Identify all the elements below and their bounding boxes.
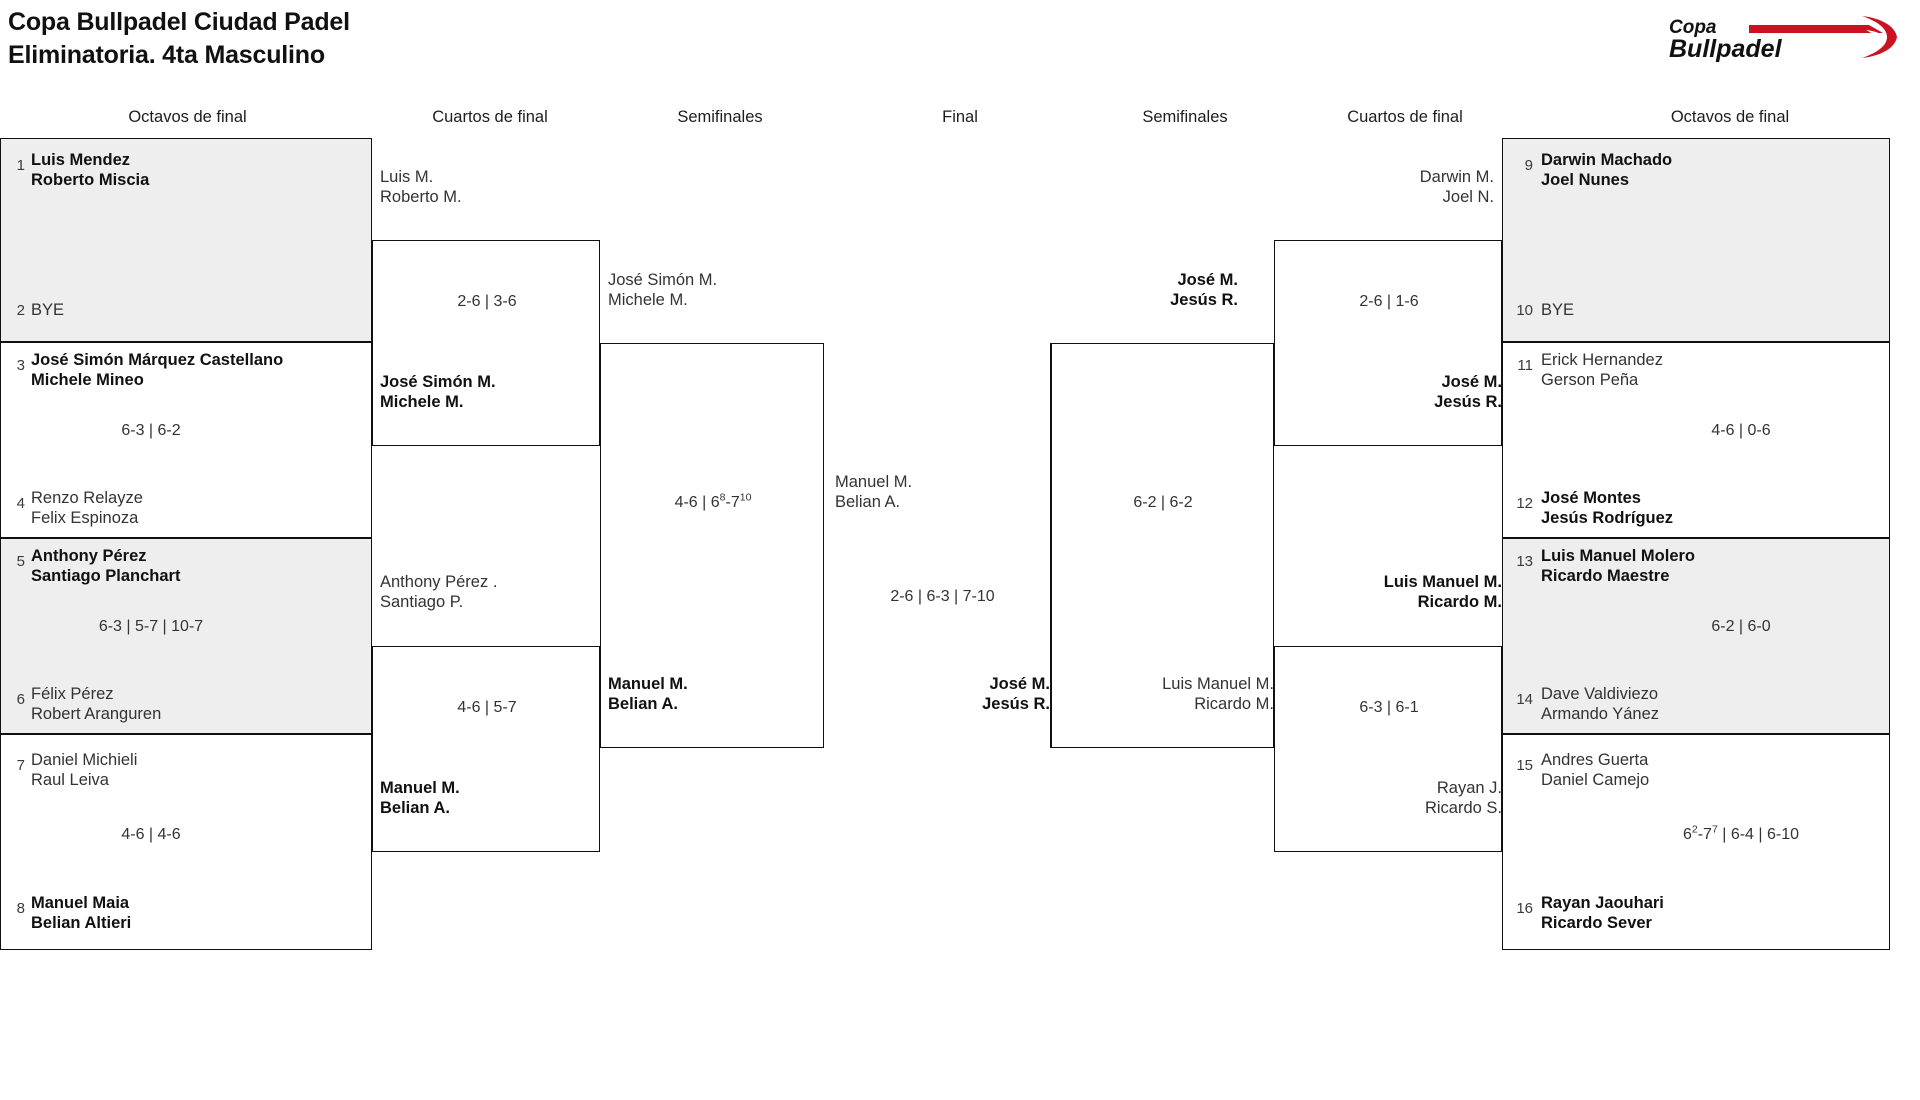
match-score: 4-6 | 4-6 xyxy=(121,826,181,843)
left-r16-match-3[interactable]: 5 Anthony Pérez Santiago Planchart 6-3 |… xyxy=(0,538,372,734)
seed-number: 2 xyxy=(16,302,25,319)
seed-number: 11 xyxy=(1517,357,1533,374)
tournament-name: Copa Bullpadel Ciudad Padel xyxy=(8,8,350,36)
team-names: BYE xyxy=(31,301,65,319)
match-score: 4-6 | 5-7 xyxy=(457,699,517,716)
team-names: Félix Pérez Robert Aranguren xyxy=(31,685,162,724)
right-r16-match-1[interactable]: 9 Darwin Machado Joel Nunes 10 BYE xyxy=(1502,138,1890,342)
left-qf-team-3: Anthony Pérez . Santiago P. xyxy=(380,573,498,612)
round-header-right-qf: Cuartos de final xyxy=(1347,108,1463,126)
seed-number: 13 xyxy=(1516,553,1533,570)
seed-number: 8 xyxy=(16,900,25,917)
team-names: Darwin Machado Joel Nunes xyxy=(1541,151,1673,190)
seed-number: 14 xyxy=(1516,691,1533,708)
left-sf-team-2: Manuel M. Belian A. xyxy=(608,675,688,714)
round-header-left-r16: Octavos de final xyxy=(128,108,247,126)
match-score: 6-2 | 6-2 xyxy=(1133,494,1193,511)
team-names: Manuel Maia Belian Altieri xyxy=(31,894,132,933)
seed-number: 3 xyxy=(16,357,25,374)
left-r16-match-2[interactable]: 3 José Simón Márquez Castellano Michele … xyxy=(0,342,372,538)
left-qf-team-4: Manuel M. Belian A. xyxy=(380,779,460,818)
right-qf-match-1[interactable]: 2-6 | 1-6 xyxy=(1274,240,1502,446)
match-score: 4-6 | 68-710 xyxy=(674,491,752,511)
right-sf-match[interactable]: 6-2 | 6-2 xyxy=(1050,343,1274,748)
final-score: 2-6 | 6-3 | 7-10 xyxy=(890,588,995,605)
team-names: Renzo Relayze Felix Espinoza xyxy=(31,489,143,528)
team-names: José Montes Jesús Rodríguez xyxy=(1541,489,1674,528)
round-header-left-qf: Cuartos de final xyxy=(432,108,548,126)
right-qf-team-1: Darwin M. Joel N. xyxy=(1419,168,1494,207)
seed-number: 10 xyxy=(1516,302,1533,319)
svg-text:Copa: Copa xyxy=(1669,17,1717,38)
tournament-category: Eliminatoria. 4ta Masculino xyxy=(8,41,325,70)
team-names: Rayan Jaouhari Ricardo Sever xyxy=(1541,894,1664,933)
seed-number: 9 xyxy=(1524,157,1533,174)
left-qf-team-1: Luis M. Roberto M. xyxy=(380,168,462,207)
svg-text:Bullpadel: Bullpadel xyxy=(1669,35,1783,63)
team-names: Dave Valdiviezo Armando Yánez xyxy=(1541,685,1660,724)
round-header-left-sf: Semifinales xyxy=(677,108,763,126)
round-header-final: Final xyxy=(942,108,978,126)
left-sf-team-1: José Simón M. Michele M. xyxy=(608,271,718,310)
right-qf-team-4: Rayan J. Ricardo S. xyxy=(1424,779,1502,818)
final-team-top: Manuel M. Belian A. xyxy=(835,473,913,512)
bullpadel-logo: Copa Bullpadel xyxy=(1657,8,1902,66)
match-score: 2-6 | 3-6 xyxy=(457,293,517,310)
team-names: Anthony Pérez Santiago Planchart xyxy=(31,547,181,586)
seed-number: 7 xyxy=(16,757,25,774)
right-r16-match-3[interactable]: 13 Luis Manuel Molero Ricardo Maestre 6-… xyxy=(1502,538,1890,734)
seed-number: 6 xyxy=(16,691,25,708)
match-score: 6-2 | 6-0 xyxy=(1711,618,1771,635)
seed-number: 5 xyxy=(16,553,25,570)
right-r16-match-2[interactable]: 11 Erick Hernandez Gerson Peña 4-6 | 0-6… xyxy=(1502,342,1890,538)
team-names: Erick Hernandez Gerson Peña xyxy=(1541,351,1663,390)
right-sf-team-1: José M. Jesús R. xyxy=(1170,271,1238,310)
match-score: 6-3 | 6-1 xyxy=(1359,699,1419,716)
team-names: José Simón Márquez Castellano Michele Mi… xyxy=(31,351,284,390)
team-names: Luis Manuel Molero Ricardo Maestre xyxy=(1541,547,1696,586)
team-names: Andres Guerta Daniel Camejo xyxy=(1541,751,1650,790)
seed-number: 1 xyxy=(16,157,25,174)
right-qf-match-2[interactable]: 6-3 | 6-1 xyxy=(1274,646,1502,852)
right-sf-team-2: Luis Manuel M. Ricardo M. xyxy=(1162,675,1274,714)
team-names: Luis Mendez Roberto Miscia xyxy=(31,151,150,190)
left-qf-match-1[interactable]: 2-6 | 3-6 xyxy=(372,240,600,446)
left-qf-team-2: José Simón M. Michele M. xyxy=(380,373,496,412)
final-team-bottom: José M. Jesús R. xyxy=(982,675,1050,714)
match-score: 62-77 | 6-4 | 6-10 xyxy=(1682,823,1800,843)
right-qf-team-2: José M. Jesús R. xyxy=(1434,373,1502,412)
seed-number: 16 xyxy=(1516,900,1533,917)
match-score: 4-6 | 0-6 xyxy=(1711,422,1771,439)
round-header-right-sf: Semifinales xyxy=(1142,108,1228,126)
right-r16-match-4[interactable]: 15 Andres Guerta Daniel Camejo 62-77 | 6… xyxy=(1502,734,1890,950)
left-sf-match[interactable]: 4-6 | 68-710 xyxy=(600,343,824,748)
seed-number: 12 xyxy=(1516,495,1533,512)
seed-number: 4 xyxy=(16,495,25,512)
left-r16-match-1[interactable]: 1 Luis Mendez Roberto Miscia 2 BYE xyxy=(0,138,372,342)
match-score: 6-3 | 6-2 xyxy=(121,422,181,439)
round-header-right-r16: Octavos de final xyxy=(1670,108,1790,126)
page-title: Copa Bullpadel Ciudad Padel Eliminatoria… xyxy=(8,6,350,73)
right-qf-team-3: Luis Manuel M. Ricardo M. xyxy=(1383,573,1502,612)
seed-number: 15 xyxy=(1516,757,1533,774)
left-qf-match-2[interactable]: 4-6 | 5-7 xyxy=(372,646,600,852)
left-r16-match-4[interactable]: 7 Daniel Michieli Raul Leiva 4-6 | 4-6 8… xyxy=(0,734,372,950)
team-names: BYE xyxy=(1541,301,1575,319)
team-names: Daniel Michieli Raul Leiva xyxy=(31,751,138,790)
match-score: 6-3 | 5-7 | 10-7 xyxy=(98,618,204,635)
match-score: 2-6 | 1-6 xyxy=(1359,293,1419,310)
